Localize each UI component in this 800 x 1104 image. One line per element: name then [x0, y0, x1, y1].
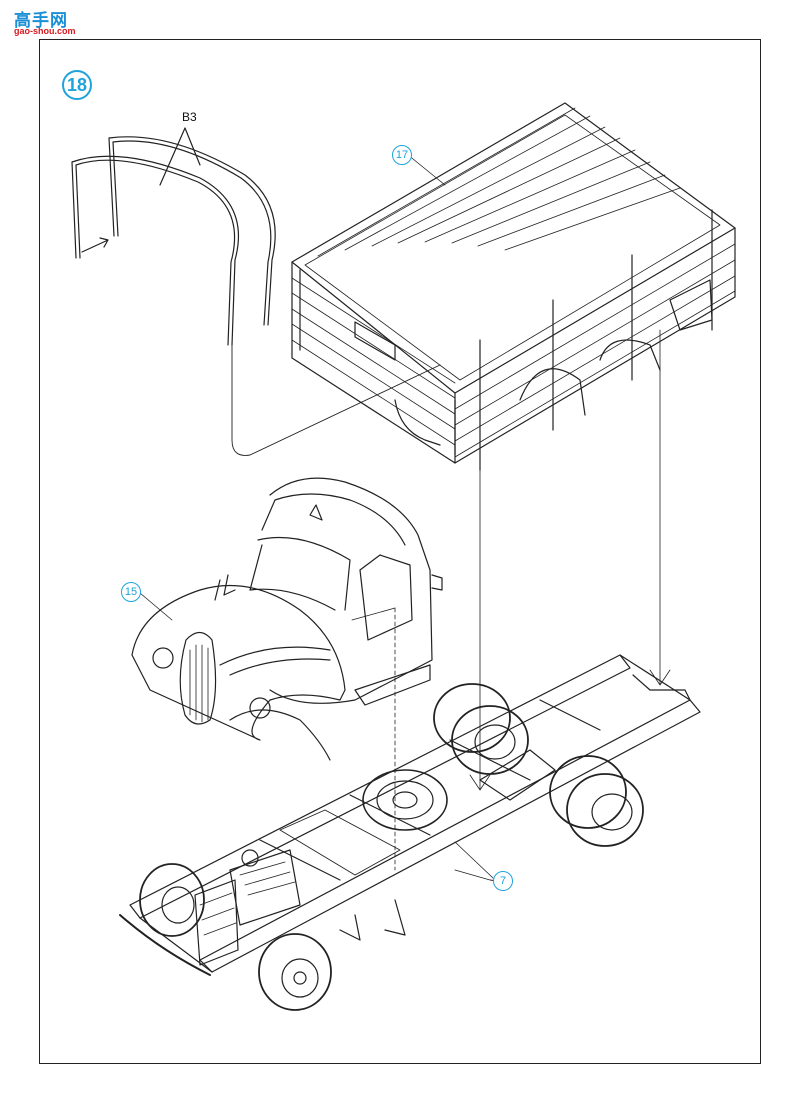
callout-part-17: 17: [392, 145, 412, 165]
callout-part-7: 7: [493, 871, 513, 891]
watermark-title: 高手网: [14, 11, 68, 31]
attach-arrow: [81, 237, 109, 253]
wheel-rear-right: [549, 755, 644, 847]
bow-routing-line: [231, 344, 441, 456]
watermark-url: gao-shou.com: [14, 26, 76, 36]
alignment-guides: [139, 149, 671, 879]
site-watermark: 高手网 gao-shou.com: [6, 4, 86, 38]
b3-bow-parts: [71, 127, 441, 456]
wheel-front-right: [258, 933, 332, 1011]
chassis-part: [119, 654, 701, 1011]
bow-front-inner: [75, 159, 236, 346]
step-number-badge: 18: [62, 70, 92, 100]
instruction-frame: [39, 39, 761, 1064]
callout-b3: B3: [182, 110, 197, 124]
truck-bed-part: [291, 102, 736, 471]
callout-part-15: 15: [121, 582, 141, 602]
cab-part: [131, 477, 443, 871]
wheel-front-left: [139, 863, 205, 937]
bow-rear: [108, 136, 276, 326]
wheel-rear-left: [433, 683, 529, 775]
b3-leader: [159, 127, 201, 186]
bow-rear-inner: [112, 140, 272, 326]
bow-front: [71, 155, 239, 346]
